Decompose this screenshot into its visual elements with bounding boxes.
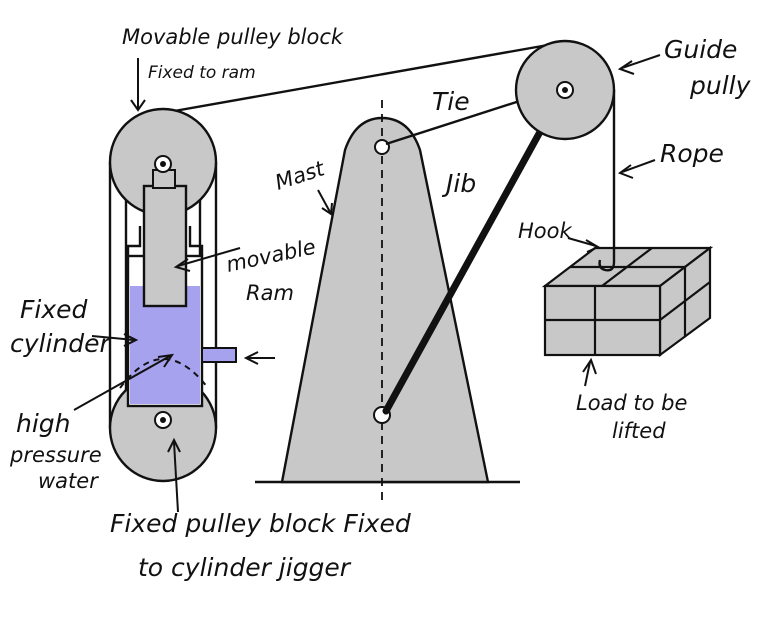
- label-guide-line2: pully: [689, 71, 752, 100]
- rope-to-guide-pulley: [145, 40, 566, 118]
- arrow-load: [584, 361, 591, 387]
- guide-pulley-axle-center: [562, 87, 568, 93]
- label-hp-water-line1: high: [16, 409, 71, 438]
- leader-arrows: [73, 54, 661, 513]
- arrow-guide-pulley: [621, 54, 661, 69]
- label-fixed-cylinder-line1: Fixed: [20, 295, 88, 324]
- label-guide-line1: Guide: [664, 35, 737, 64]
- label-fixed-block-line1: Fixed pulley block Fixed: [110, 509, 411, 538]
- movable-ram: [142, 184, 188, 308]
- rope-system: [108, 40, 616, 428]
- cylinder-gland: [126, 226, 204, 256]
- label-tie: Tie: [432, 87, 470, 116]
- load-block: [541, 245, 714, 358]
- label-fixed-block-line2: to cylinder jigger: [138, 553, 352, 582]
- jib: [382, 88, 566, 415]
- arrow-movable-ram: [177, 247, 241, 267]
- water-inlet-pipe: [201, 347, 237, 363]
- label-movable-ram-line2: Ram: [246, 281, 294, 305]
- label-movable-block-line1: Movable pulley block: [122, 25, 344, 49]
- arrow-high-pressure-water: [73, 355, 171, 411]
- guide-pulley-group: [514, 39, 616, 141]
- fixed-pulley-axle-center: [160, 417, 166, 423]
- movable-pulley-axle-center: [160, 161, 166, 167]
- label-rope: Rope: [660, 139, 724, 168]
- label-movable-ram-line1: movable: [224, 235, 318, 277]
- arrow-mast: [317, 189, 331, 213]
- label-hook: Hook: [518, 219, 572, 243]
- label-movable-block-line2: Fixed to ram: [148, 63, 256, 83]
- label-jib: Jib: [441, 169, 476, 198]
- label-fixed-cylinder-line2: cylinder: [10, 329, 112, 358]
- arrow-hook: [567, 237, 597, 247]
- label-hp-water-line3: water: [38, 469, 99, 493]
- hook: [598, 248, 616, 272]
- tie-pin: [374, 139, 390, 155]
- crane-mast: [255, 100, 520, 505]
- load-top-mid-d: [601, 247, 653, 287]
- rope-hidden-arc: [119, 358, 209, 389]
- label-mast: Mast: [272, 156, 328, 195]
- labels: Movable pulley block Fixed to ram Guide …: [9, 25, 752, 582]
- hydraulic-jigger: [108, 107, 237, 483]
- arrow-rope: [621, 159, 656, 173]
- label-load-line2: lifted: [612, 419, 666, 443]
- label-hp-water-line2: pressure: [9, 443, 102, 467]
- arrow-fixed-pulley-block: [173, 441, 179, 513]
- label-load-line1: Load to be: [576, 391, 687, 415]
- arrow-fixed-cylinder: [91, 335, 135, 341]
